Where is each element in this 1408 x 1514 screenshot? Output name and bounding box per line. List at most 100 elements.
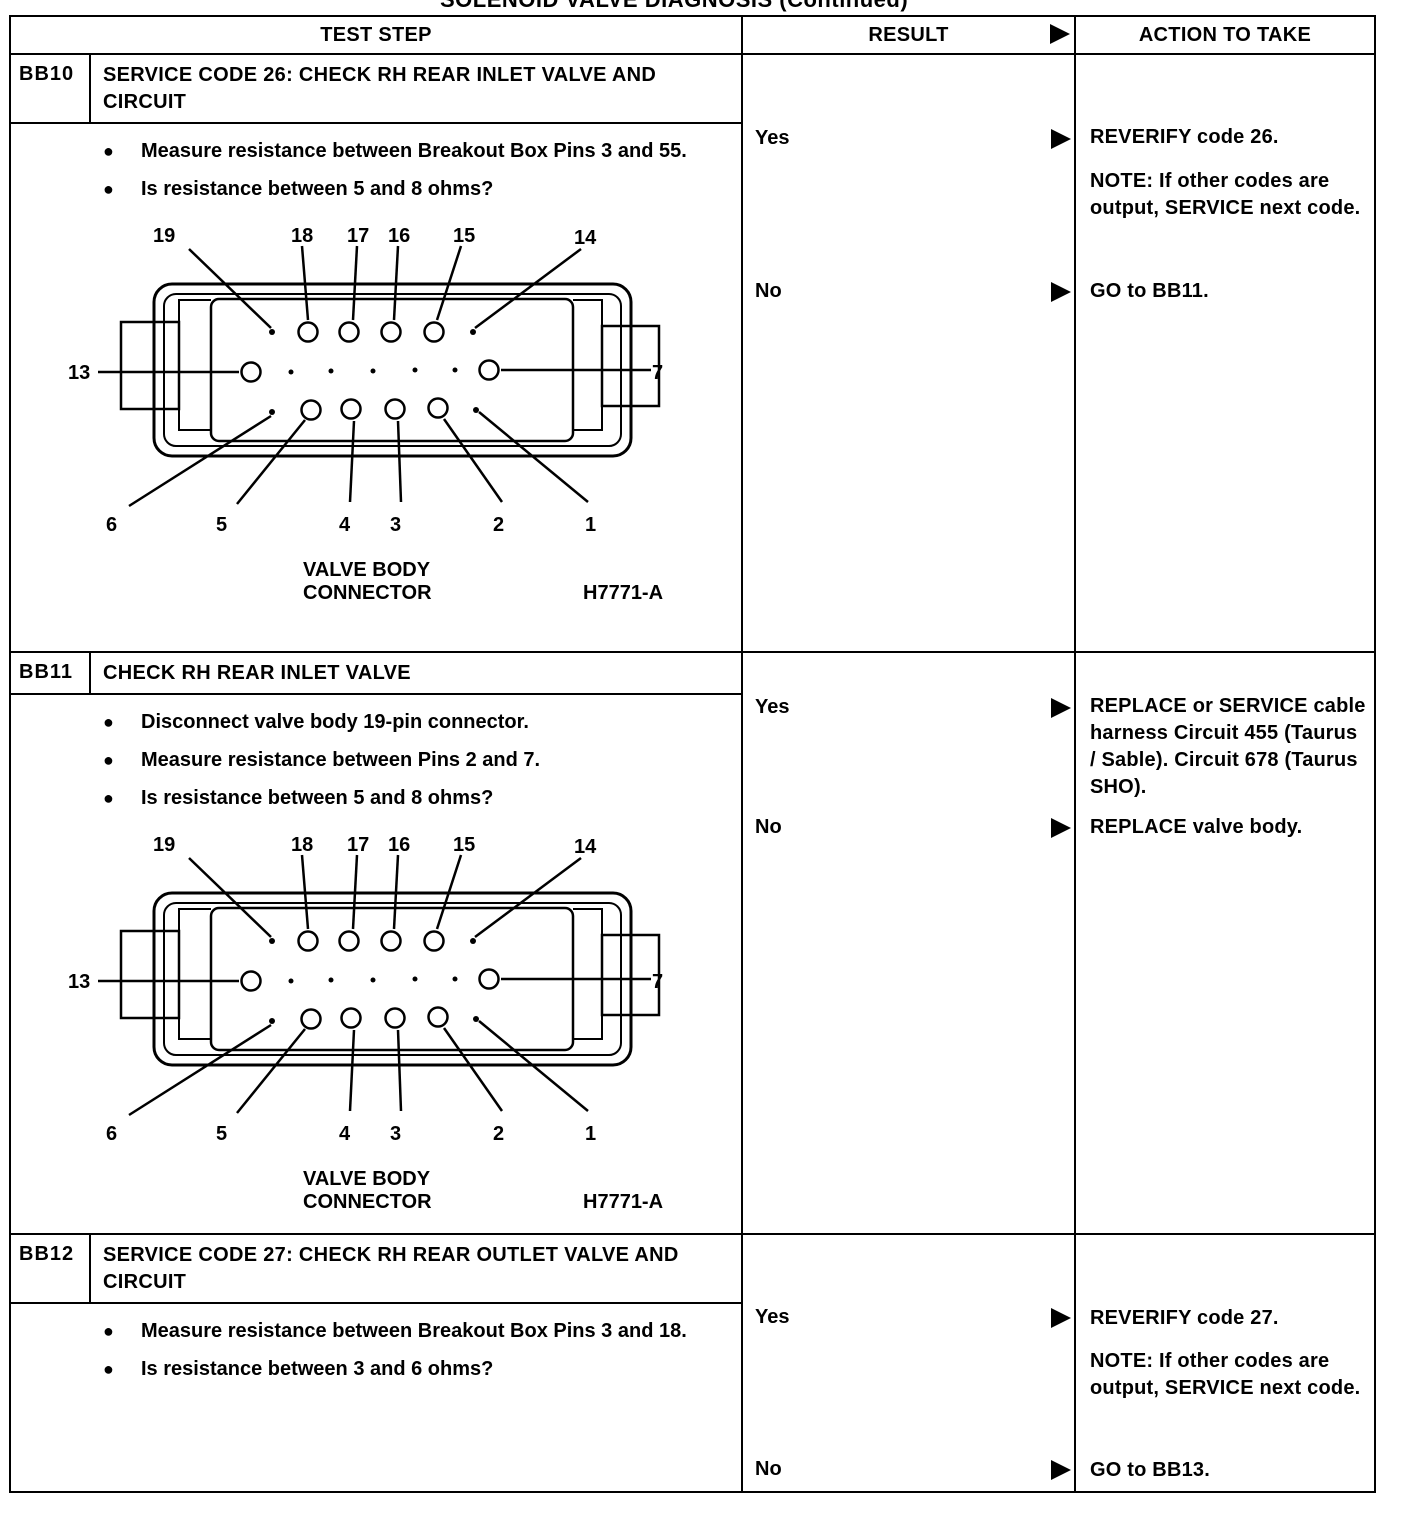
- pin-label-15: 15: [453, 834, 475, 856]
- action-text: REPLACE or SERVICE cable harness Circuit…: [1090, 695, 1366, 798]
- action-text: GO to BB11.: [1090, 280, 1209, 302]
- figure-id: H7771-A: [583, 582, 663, 604]
- header-result: RESULT: [741, 15, 1076, 55]
- arrow-icon: [1051, 698, 1071, 718]
- header-result-label: RESULT: [868, 23, 949, 46]
- result-yes: Yes: [755, 696, 1071, 719]
- result-no: No: [755, 816, 1071, 839]
- pin-label-1: 1: [585, 514, 596, 536]
- test-step-cell: BB10 SERVICE CODE 26: CHECK RH REAR INLE…: [9, 53, 743, 653]
- result-label: No: [755, 816, 782, 838]
- action-cell: REVERIFY code 26. NOTE: If other codes a…: [1074, 53, 1376, 653]
- valve-body-connector-diagram: 19 18 17 16 15 14 13 7 6 5 4 3 2 1: [68, 225, 663, 604]
- diagram-caption-line2: CONNECTOR: [303, 582, 432, 604]
- action-cell: REPLACE or SERVICE cable harness Circuit…: [1074, 651, 1376, 1235]
- diagnosis-table: TEST STEP RESULT ACTION TO TAKE BB10 SER…: [9, 15, 1376, 1493]
- step-id: BB10: [11, 55, 91, 122]
- bullet-item: Is resistance between 3 and 6 ohms?: [103, 1356, 721, 1382]
- diagram-caption-line2: CONNECTOR: [303, 1191, 432, 1213]
- pin-label-13: 13: [68, 971, 90, 993]
- action-text: REVERIFY code 27.: [1090, 1307, 1279, 1329]
- page-title: SOLENOID VALVE DIAGNOSIS (Continued): [440, 0, 908, 13]
- bullet-item: Disconnect valve body 19-pin connector.: [103, 709, 721, 735]
- pin-label-2: 2: [493, 514, 504, 536]
- bullet-item: Is resistance between 5 and 8 ohms?: [103, 785, 721, 811]
- step-row-bb11: BB11 CHECK RH REAR INLET VALVE Disconnec…: [9, 651, 1376, 1235]
- step-id: BB11: [11, 653, 91, 693]
- pin-label-1: 1: [585, 1123, 596, 1145]
- pin-label-17: 17: [347, 834, 369, 856]
- result-label: No: [755, 1458, 782, 1480]
- action-note: NOTE: If other codes are output, SERVICE…: [1090, 1350, 1361, 1399]
- pin-label-15: 15: [453, 225, 475, 247]
- result-label: No: [755, 280, 782, 302]
- step-bullets: Measure resistance between Breakout Box …: [11, 124, 741, 202]
- bullet-item: Measure resistance between Pins 2 and 7.: [103, 747, 721, 773]
- pin-label-14: 14: [574, 227, 597, 249]
- bullet-item: Is resistance between 5 and 8 ohms?: [103, 176, 721, 202]
- step-header: BB12 SERVICE CODE 27: CHECK RH REAR OUTL…: [11, 1235, 741, 1304]
- figure-id: H7771-A: [583, 1191, 663, 1213]
- arrow-icon: [1051, 282, 1071, 302]
- result-no: No: [755, 1458, 1071, 1481]
- step-title: SERVICE CODE 27: CHECK RH REAR OUTLET VA…: [103, 1244, 679, 1293]
- pin-label-3: 3: [390, 514, 401, 536]
- step-row-bb12: BB12 SERVICE CODE 27: CHECK RH REAR OUTL…: [9, 1233, 1376, 1493]
- pin-label-17: 17: [347, 225, 369, 247]
- step-bullets: Disconnect valve body 19-pin connector. …: [11, 695, 741, 811]
- result-no: No: [755, 280, 1071, 303]
- arrow-icon: [1050, 24, 1070, 44]
- action-cell: REVERIFY code 27. NOTE: If other codes a…: [1074, 1233, 1376, 1493]
- arrow-icon: [1051, 1308, 1071, 1328]
- header-action: ACTION TO TAKE: [1074, 15, 1376, 55]
- arrow-icon: [1051, 818, 1071, 838]
- result-label: Yes: [755, 1306, 790, 1328]
- action-text: REPLACE valve body.: [1090, 816, 1303, 838]
- pin-label-18: 18: [291, 225, 313, 247]
- pin-label-4: 4: [339, 1123, 351, 1145]
- header-test-step: TEST STEP: [9, 15, 743, 55]
- result-cell: Yes No: [741, 651, 1076, 1235]
- diagram-caption-line1: VALVE BODY: [303, 1168, 431, 1190]
- pin-label-6: 6: [106, 1123, 117, 1145]
- step-row-bb10: BB10 SERVICE CODE 26: CHECK RH REAR INLE…: [9, 53, 1376, 653]
- result-yes: Yes: [755, 127, 1071, 150]
- pin-label-18: 18: [291, 834, 313, 856]
- pin-label-16: 16: [388, 834, 410, 856]
- result-yes: Yes: [755, 1306, 1071, 1329]
- step-header: BB11 CHECK RH REAR INLET VALVE: [11, 653, 741, 695]
- pin-label-7: 7: [652, 971, 663, 993]
- pin-label-7: 7: [652, 362, 663, 384]
- step-title: CHECK RH REAR INLET VALVE: [103, 662, 411, 684]
- test-step-cell: BB11 CHECK RH REAR INLET VALVE Disconnec…: [9, 651, 743, 1235]
- step-id: BB12: [11, 1235, 91, 1302]
- step-title: SERVICE CODE 26: CHECK RH REAR INLET VAL…: [103, 64, 657, 113]
- diagram-caption-line1: VALVE BODY: [303, 559, 431, 581]
- pin-label-2: 2: [493, 1123, 504, 1145]
- pin-label-16: 16: [388, 225, 410, 247]
- action-text: REVERIFY code 26.: [1090, 126, 1279, 148]
- pin-label-19: 19: [153, 834, 175, 856]
- pin-label-4: 4: [339, 514, 351, 536]
- pin-label-5: 5: [216, 1123, 227, 1145]
- pin-label-6: 6: [106, 514, 117, 536]
- bullet-item: Measure resistance between Breakout Box …: [103, 1318, 721, 1344]
- result-label: Yes: [755, 127, 790, 149]
- result-cell: Yes No: [741, 53, 1076, 653]
- pin-label-13: 13: [68, 362, 90, 384]
- arrow-icon: [1051, 129, 1071, 149]
- step-bullets: Measure resistance between Breakout Box …: [11, 1304, 741, 1382]
- pin-label-14: 14: [574, 836, 597, 858]
- test-step-cell: BB12 SERVICE CODE 27: CHECK RH REAR OUTL…: [9, 1233, 743, 1493]
- result-cell: Yes No: [741, 1233, 1076, 1493]
- pin-label-3: 3: [390, 1123, 401, 1145]
- pin-label-5: 5: [216, 514, 227, 536]
- pin-label-19: 19: [153, 225, 175, 247]
- arrow-icon: [1051, 1460, 1071, 1480]
- step-header: BB10 SERVICE CODE 26: CHECK RH REAR INLE…: [11, 55, 741, 124]
- header-row: TEST STEP RESULT ACTION TO TAKE: [9, 15, 1376, 55]
- valve-body-connector-diagram: 19 18 17 16 15 14 13 7 6 5 4 3 2 1: [68, 834, 663, 1213]
- bullet-item: Measure resistance between Breakout Box …: [103, 138, 721, 164]
- action-text: GO to BB13.: [1090, 1459, 1210, 1481]
